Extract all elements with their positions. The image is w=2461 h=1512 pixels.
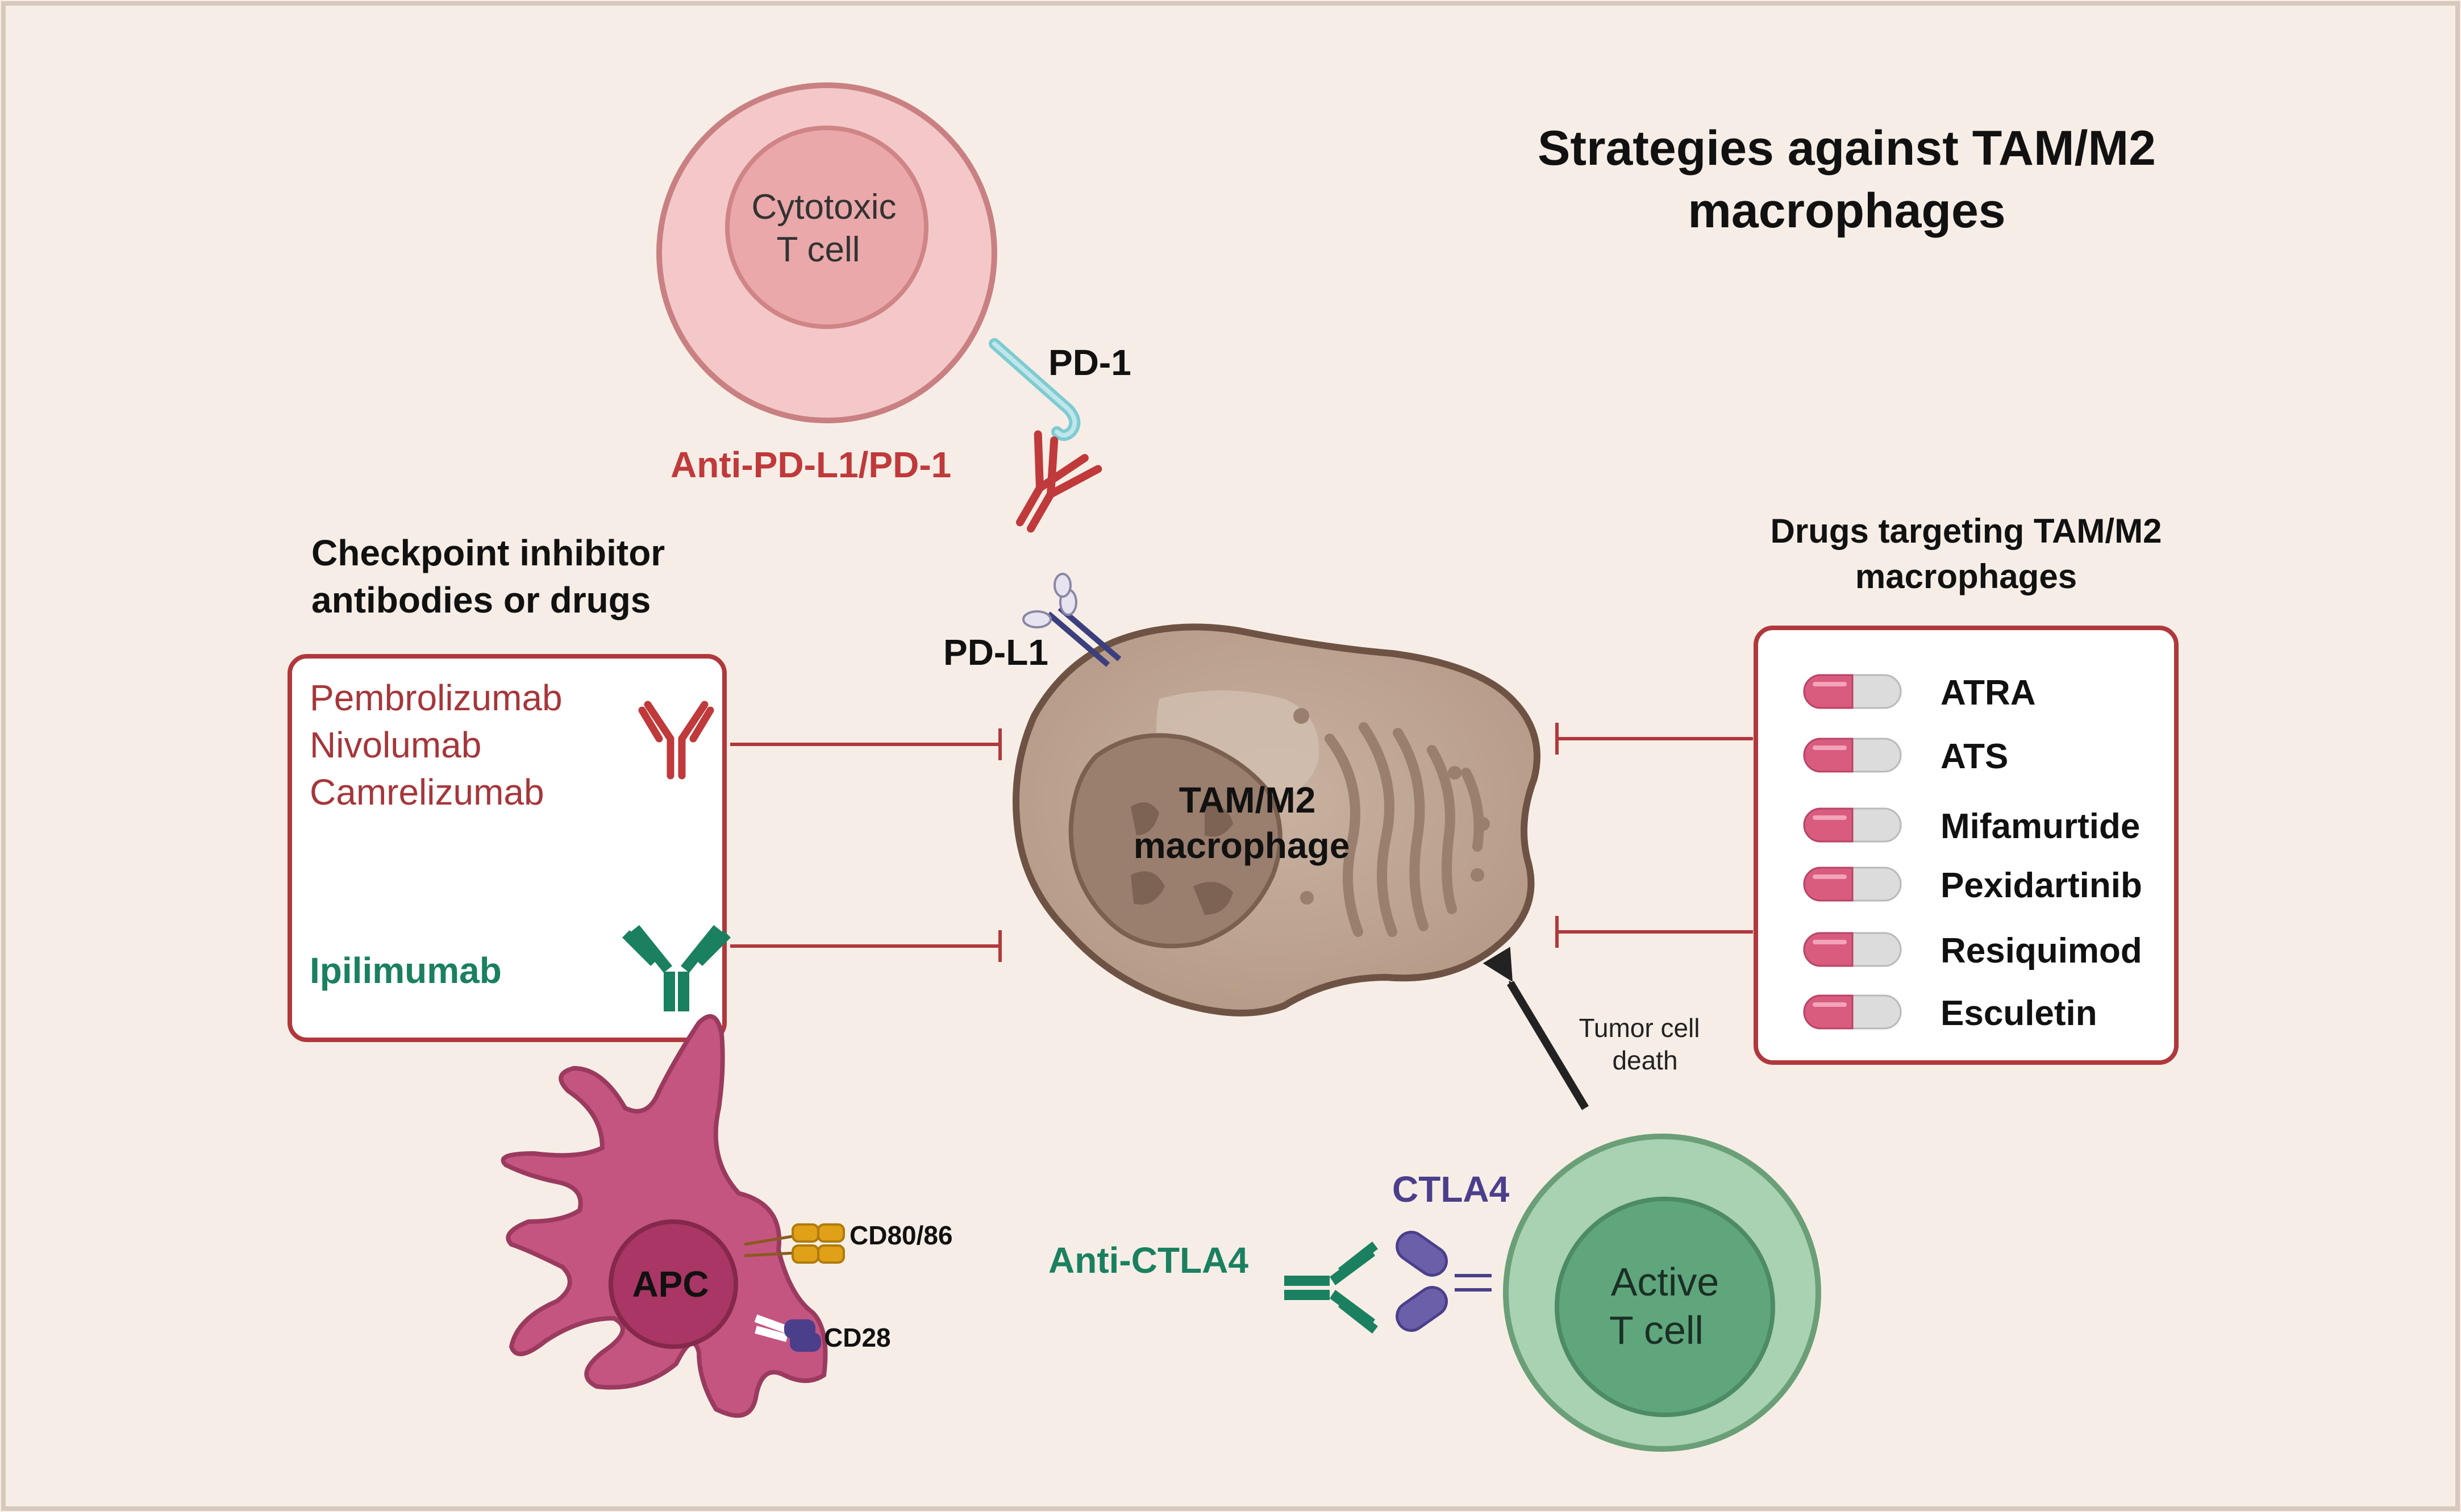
active-t-cell-label-2: T cell <box>1609 1308 1704 1352</box>
drug-item-label: Pexidartinib <box>1941 866 2142 905</box>
tumor-death-arrow <box>1506 980 1589 1110</box>
anti-pd1-antibody-icon <box>638 701 714 780</box>
drugs-targeting-heading-2: macrophages <box>1855 557 2077 595</box>
cd28-label: CD28 <box>824 1323 891 1352</box>
drug-item: ATRA <box>1803 673 2036 713</box>
drug-item-label: Resiquimod <box>1941 931 2142 970</box>
drug-camrelizumab: Camrelizumab <box>310 772 544 813</box>
inhibition-line-pd1 <box>730 728 1002 760</box>
drug-nivolumab: Nivolumab <box>310 724 481 765</box>
checkpoint-drug-box <box>288 654 727 1042</box>
title-line-1: Strategies against TAM/M2 <box>1538 121 2156 176</box>
drug-item: ATS <box>1803 737 2008 776</box>
drug-pill-list: ATRA ATS MifamurtidePexidartinibResiquimod… <box>1803 673 2142 1033</box>
tam-m2-macrophage: TAM/M2 macrophage <box>1013 623 1540 1017</box>
ctla4-label: CTLA4 <box>1392 1169 1510 1210</box>
pd1-label: PD-1 <box>1048 342 1131 383</box>
inhibition-line-drugs-bottom <box>1555 916 1753 948</box>
drugs-targeting-heading-1: Drugs targeting TAM/M2 <box>1771 512 2162 550</box>
drug-item-label: Mifamurtide <box>1941 807 2140 846</box>
tumor-death-label-1: Tumor cell <box>1579 1013 1700 1043</box>
pill-icon <box>1803 738 1902 773</box>
anti-pdl1-antibody-icon <box>1016 430 1102 533</box>
cytotoxic-label-1: Cytotoxic <box>752 188 897 227</box>
macrophage-label-1: TAM/M2 <box>1179 780 1316 820</box>
drug-ipilimumab: Ipilimumab <box>310 950 502 991</box>
pill-icon <box>1803 867 1902 902</box>
cytotoxic-t-cell: Cytotoxic T cell <box>656 82 997 423</box>
pill-icon <box>1803 807 1902 843</box>
title-line-2: macrophages <box>1688 184 2005 238</box>
drug-item-label: ATRA <box>1941 673 2036 713</box>
anti-ctla4-label: Anti-CTLA4 <box>1048 1240 1248 1281</box>
cd80-86-label: CD80/86 <box>850 1221 953 1250</box>
anti-ctla4-antibody-icon-box <box>622 925 731 1011</box>
apc-label: APC <box>632 1264 709 1305</box>
drug-item-label: Esculetin <box>1941 994 2097 1033</box>
drug-item: Esculetin <box>1803 994 2097 1033</box>
pdl1-ligand-icon <box>1022 573 1122 667</box>
tumor-death-arrowhead <box>1483 947 1513 982</box>
drug-item: Pexidartinib <box>1803 866 2142 905</box>
anti-pdl1-label: Anti-PD-L1/PD-1 <box>671 444 951 485</box>
cd80-86-ligand-icon <box>744 1223 845 1264</box>
cytotoxic-label-2: T cell <box>776 230 860 269</box>
tumor-death-label-2: death <box>1612 1046 1677 1075</box>
drug-pembrolizumab: Pembrolizumab <box>310 677 563 718</box>
cd28-receptor-icon <box>754 1314 821 1352</box>
pill-icon <box>1803 932 1902 967</box>
pill-icon <box>1803 674 1902 709</box>
macrophage-label-2: macrophage <box>1134 825 1350 866</box>
inhibition-line-drugs-top <box>1555 723 1753 755</box>
drug-item-label: ATS <box>1941 737 2008 776</box>
ctla4-receptor-icon <box>1396 1231 1492 1332</box>
apc-cell: APC <box>501 1014 828 1418</box>
pill-icon <box>1803 994 1902 1030</box>
checkpoint-heading-2: antibodies or drugs <box>311 580 651 620</box>
drug-item: Resiquimod <box>1803 931 2142 970</box>
active-t-cell-label-1: Active <box>1611 1260 1719 1304</box>
pd1-receptor-icon <box>989 338 1081 441</box>
drug-item: Mifamurtide <box>1803 807 2140 846</box>
checkpoint-heading-1: Checkpoint inhibitor <box>311 532 665 573</box>
active-t-cell: Active T cell <box>1503 1134 1821 1452</box>
pdl1-label: PD-L1 <box>943 632 1048 673</box>
anti-ctla4-antibody-icon <box>1284 1242 1378 1334</box>
inhibition-line-ctla4 <box>730 930 1002 962</box>
